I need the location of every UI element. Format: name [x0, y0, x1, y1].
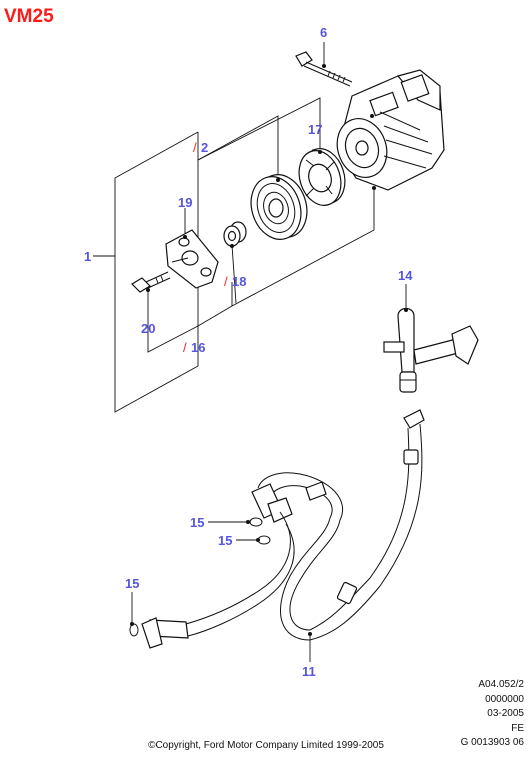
reference-line-4: FE — [511, 722, 524, 734]
clutch-hub-plate — [298, 148, 346, 206]
assembly-bracket-lines — [93, 97, 375, 413]
reference-line-1: A04.052/2 — [478, 679, 524, 690]
bracket-bolt — [131, 271, 171, 293]
callout-14: 14 — [398, 268, 413, 283]
callout-15-lower: 15 — [125, 576, 139, 591]
callout-16: 16 — [191, 340, 205, 355]
compressor-bracket — [165, 229, 219, 289]
compressor-pulley — [250, 174, 308, 240]
callout-15-upper: 15 — [190, 515, 204, 530]
callout-18: 18 — [232, 274, 246, 289]
callout-17: 17 — [308, 122, 322, 137]
callout-6: 6 — [320, 25, 327, 40]
ac-compressor — [336, 69, 445, 191]
not-serviced-mark-16: / — [183, 340, 187, 355]
callout-20: 20 — [141, 321, 155, 336]
copyright-notice: ©Copyright, Ford Motor Company Limited 1… — [148, 740, 384, 751]
reference-block: A04.052/2 0000000 03-2005 FE G 0013903 0… — [461, 678, 524, 751]
callout-15-middle: 15 — [218, 533, 232, 548]
ac-connector-pipe — [383, 284, 479, 393]
clutch-spacer — [223, 221, 247, 248]
reference-line-2: 0000000 — [485, 693, 524, 705]
compressor-mounting-bolt — [295, 42, 353, 87]
not-serviced-mark-18: / — [224, 274, 228, 289]
callout-1: 1 — [84, 249, 91, 264]
reference-line-3: 03-2005 — [487, 708, 524, 719]
reference-line-5: G 0013903 06 — [460, 737, 524, 748]
diagram-code: VM25 — [4, 6, 54, 27]
ac-hose-assembly — [129, 409, 425, 662]
callout-11: 11 — [302, 664, 316, 679]
not-serviced-mark-2: / — [193, 140, 197, 155]
callout-19: 19 — [178, 195, 192, 210]
callout-2: 2 — [201, 140, 208, 155]
